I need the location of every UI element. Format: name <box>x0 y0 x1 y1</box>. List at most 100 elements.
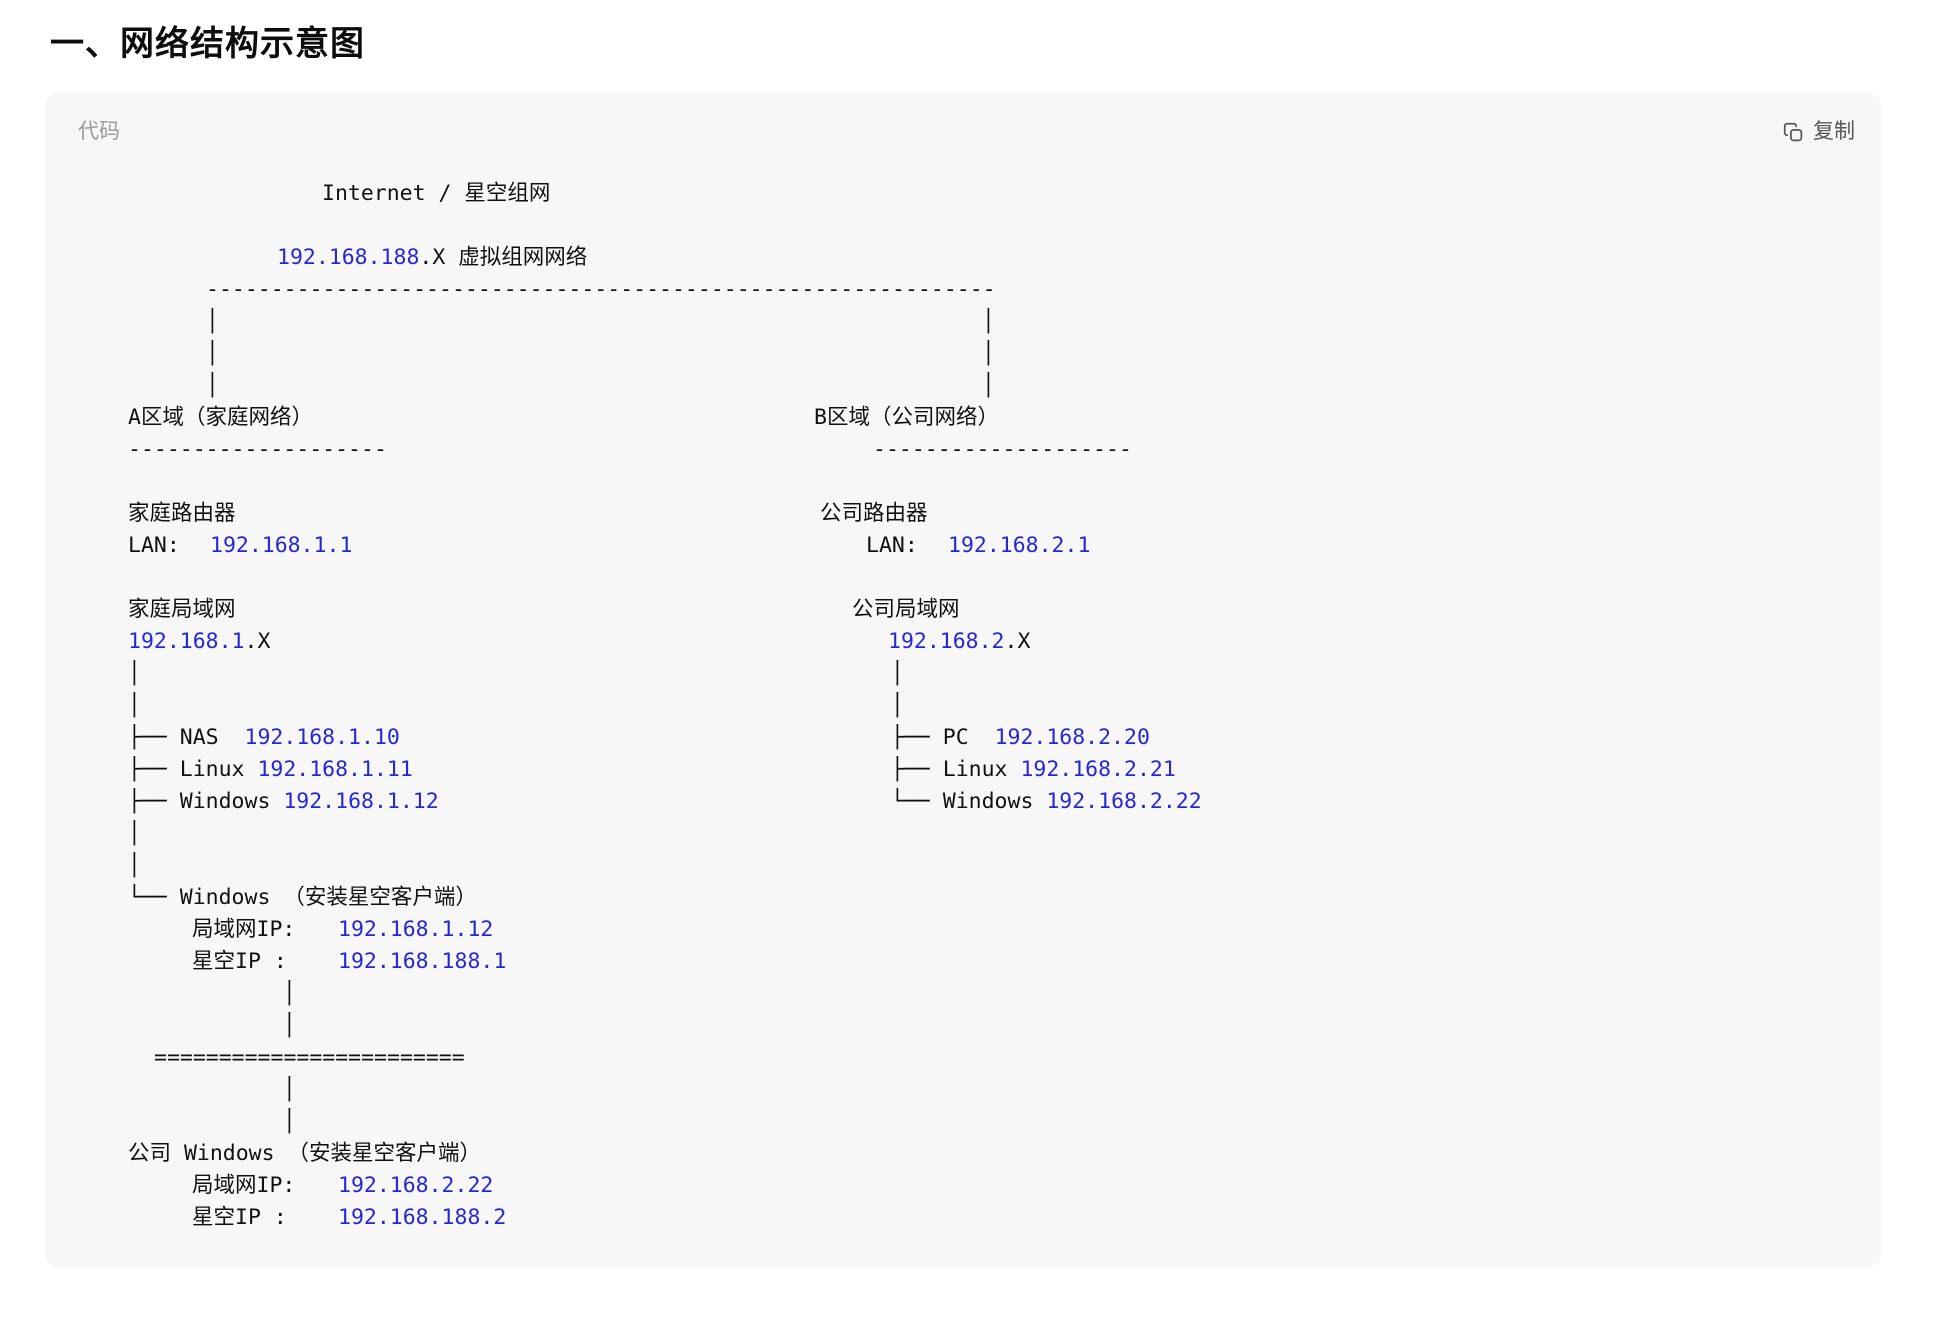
diagram-segment: │ <box>982 338 995 370</box>
diagram-text: │ <box>982 309 995 334</box>
diagram-segment: │ <box>283 1010 296 1042</box>
diagram-row <box>128 562 1881 594</box>
diagram-row: └── Windows （安装星空客户端） <box>128 882 1881 914</box>
ip-address: 192.168.1.11 <box>257 757 413 782</box>
diagram-row <box>128 210 1881 242</box>
diagram-segment: │ <box>206 338 219 370</box>
diagram-row: │ <box>128 1074 1881 1106</box>
diagram-row: 公司 Windows （安装星空客户端） <box>128 1138 1881 1170</box>
diagram-row: ││ <box>128 370 1881 402</box>
diagram-segment: │ <box>283 1106 296 1138</box>
diagram-segment: ├── PC 192.168.2.20 <box>891 722 1150 754</box>
diagram-segment: 192.168.188.1 <box>338 946 506 978</box>
diagram-segment: LAN: <box>128 530 180 562</box>
diagram-text: │ <box>206 341 219 366</box>
diagram-segment: │ <box>283 1074 296 1106</box>
diagram-segment: Internet / 星空组网 <box>322 178 550 210</box>
diagram-segment: 公司路由器 <box>820 498 928 530</box>
diagram-segment: 星空IP : <box>192 1202 287 1234</box>
diagram-segment: │ <box>891 658 904 690</box>
diagram-text: │ <box>128 821 141 846</box>
diagram-segment: │ <box>128 818 141 850</box>
ip-address: 192.168.1.10 <box>244 725 400 750</box>
ip-address: 192.168.2.22 <box>338 1173 494 1198</box>
diagram-segment: 局域网IP: <box>192 1170 295 1202</box>
diagram-text: ----------------------------------------… <box>206 277 996 302</box>
diagram-text: │ <box>982 373 995 398</box>
diagram-row: 家庭路由器 公司路由器 <box>128 498 1881 530</box>
diagram-segment: LAN: <box>866 530 918 562</box>
diagram-segment: 192.168.188.2 <box>338 1202 506 1234</box>
diagram-segment: A区域（家庭网络） <box>128 402 313 434</box>
code-language-label: 代码 <box>78 120 120 143</box>
diagram-row: │ <box>128 818 1881 850</box>
ip-address: 192.168.1.1 <box>210 533 353 558</box>
code-block-header: 代码 复制 <box>45 92 1881 146</box>
copy-button[interactable]: 复制 <box>1783 118 1855 146</box>
diagram-segment: 局域网IP: <box>192 914 295 946</box>
diagram-text: │ <box>891 693 904 718</box>
diagram-segment: │ <box>206 306 219 338</box>
copy-button-label: 复制 <box>1813 120 1855 143</box>
diagram-row: 星空IP : 192.168.188.1 <box>128 946 1881 978</box>
diagram-segment: 家庭路由器 <box>128 498 236 530</box>
diagram-text: 星空IP : <box>192 949 287 974</box>
diagram-row: │ <box>128 978 1881 1010</box>
diagram-text: .X <box>1004 629 1031 654</box>
diagram-text: │ <box>283 981 296 1006</box>
diagram-segment: ├── Linux 192.168.2.21 <box>891 754 1176 786</box>
ip-address: 192.168.2.1 <box>948 533 1091 558</box>
diagram-text: └── Windows <box>891 789 1047 814</box>
diagram-segment: │ <box>128 690 141 722</box>
diagram-row: 局域网IP: 192.168.1.12 <box>128 914 1881 946</box>
diagram-segment: B区域（公司网络） <box>814 402 999 434</box>
diagram-text: │ <box>206 309 219 334</box>
diagram-text: │ <box>283 1077 296 1102</box>
diagram-segment: 192.168.2.X <box>888 626 1030 658</box>
ip-address: 192.168.1.12 <box>283 789 439 814</box>
diagram-text: │ <box>128 693 141 718</box>
diagram-text: ======================== <box>154 1045 465 1070</box>
diagram-text: 局域网IP: <box>192 1173 296 1198</box>
diagram-segment: 公司 Windows （安装星空客户端） <box>128 1138 481 1170</box>
diagram-text: ├── NAS <box>128 725 245 750</box>
diagram-segment: 192.168.1.X <box>128 626 270 658</box>
diagram-segment: │ <box>128 850 141 882</box>
diagram-segment: 192.168.1.12 <box>338 914 493 946</box>
ip-address: 192.168.188.2 <box>338 1205 507 1230</box>
diagram-text: 局域网IP: <box>192 917 296 942</box>
diagram-row: │ <box>128 1010 1881 1042</box>
diagram-text: LAN: <box>866 533 918 558</box>
diagram-text: ├── Windows <box>128 789 284 814</box>
diagram-text: B区域（公司网络） <box>814 405 999 430</box>
diagram-row: A区域（家庭网络） B区域（公司网络） <box>128 402 1881 434</box>
diagram-text: 家庭路由器 <box>128 501 236 526</box>
diagram-row: LAN: 192.168.1.1 LAN: 192.168.2.1 <box>128 530 1881 562</box>
ip-address: 192.168.2.21 <box>1020 757 1176 782</box>
diagram-segment: -------------------- <box>873 434 1132 466</box>
diagram-segment: ======================== <box>154 1042 465 1074</box>
diagram-row: ││ <box>128 658 1881 690</box>
diagram-segment: └── Windows 192.168.2.22 <box>891 786 1202 818</box>
diagram-text: │ <box>982 341 995 366</box>
diagram-row: 家庭局域网公司局域网 <box>128 594 1881 626</box>
ip-address: 192.168.188.1 <box>338 949 507 974</box>
diagram-row: ======================== <box>128 1042 1881 1074</box>
diagram-segment: 家庭局域网 <box>128 594 236 626</box>
diagram-text: 公司 Windows （安装星空客户端） <box>128 1141 481 1166</box>
diagram-text: A区域（家庭网络） <box>128 405 313 430</box>
diagram-text: 家庭局域网 <box>128 597 236 622</box>
diagram-text: │ <box>206 373 219 398</box>
diagram-row: │ <box>128 850 1881 882</box>
diagram-segment: ├── Windows 192.168.1.12 <box>128 786 439 818</box>
diagram-row: 局域网IP: 192.168.2.22 <box>128 1170 1881 1202</box>
diagram-row: ----------------------------------------… <box>128 274 1881 306</box>
diagram-segment: └── Windows （安装星空客户端） <box>128 882 477 914</box>
diagram-text: ├── Linux <box>891 757 1021 782</box>
diagram-row <box>128 466 1881 498</box>
copy-icon <box>1783 122 1804 143</box>
diagram-text: ├── Linux <box>128 757 258 782</box>
diagram-text: 星空IP : <box>192 1205 287 1230</box>
diagram-row: ├── Windows 192.168.1.12 └── Windows 192.… <box>128 786 1881 818</box>
